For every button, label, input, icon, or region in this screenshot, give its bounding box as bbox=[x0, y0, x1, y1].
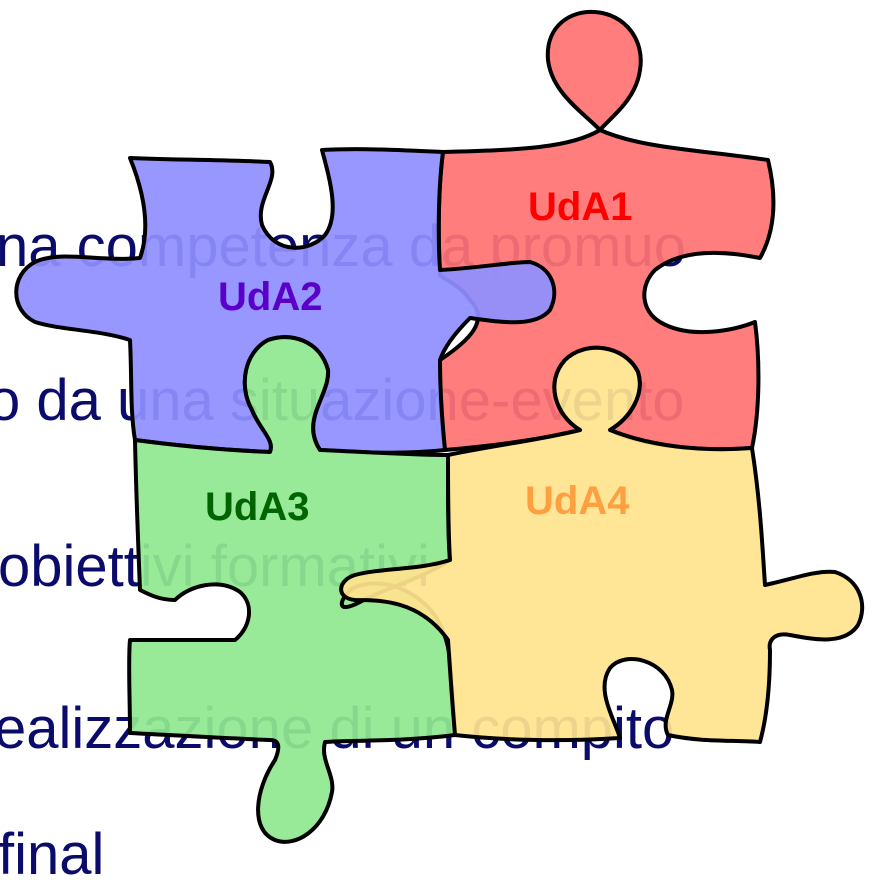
label-uda2: UdA2 bbox=[218, 275, 322, 319]
label-uda4: UdA4 bbox=[525, 479, 630, 523]
puzzle-piece-uda2 bbox=[14, 147, 557, 455]
puzzle-piece-uda4 bbox=[339, 345, 865, 744]
puzzle-diagram: UdA1 UdA2 UdA3 UdA4 bbox=[14, 9, 865, 844]
label-uda1: UdA1 bbox=[528, 185, 632, 229]
label-uda3: UdA3 bbox=[205, 485, 309, 529]
